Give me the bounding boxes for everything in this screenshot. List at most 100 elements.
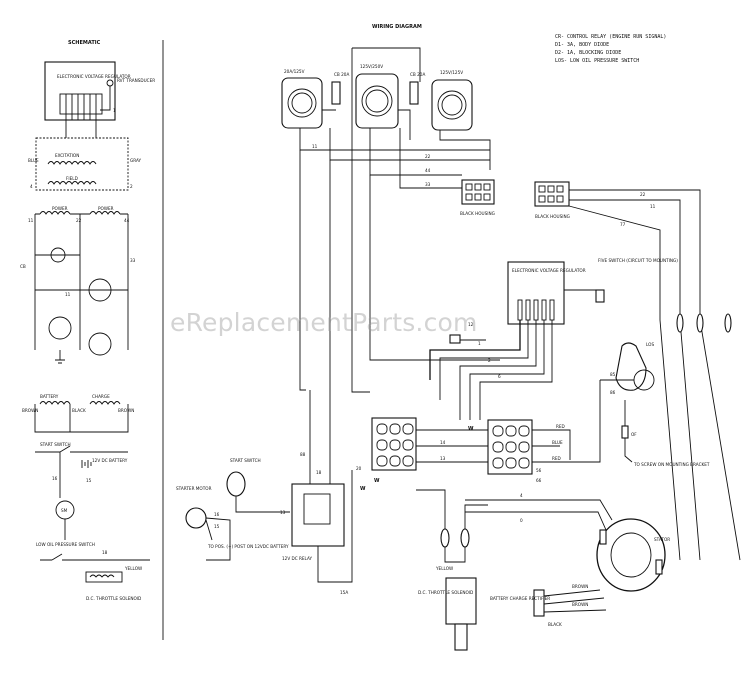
- wire-label-b12: 12: [468, 322, 474, 327]
- schematic-ground-icon: [55, 350, 65, 364]
- receptacle-middle-label: 125V/250V: [360, 64, 383, 69]
- to-screw-label: TO SCREW ON MOUNTING BRACKET: [633, 462, 710, 467]
- ground-w-label: W: [360, 486, 366, 492]
- receptacle-right: [431, 79, 473, 131]
- schematic-charge-label: CHARGE: [92, 394, 110, 399]
- of-fuse-icon: [621, 425, 629, 439]
- to-pos-label: TO POS. (+) POST ON 12VDC BATTERY: [207, 544, 289, 549]
- black-housing-right-label: BLACK HOUSING: [535, 214, 570, 219]
- schematic-field-coil: [47, 181, 97, 185]
- wire-label-22a: 22: [425, 154, 431, 159]
- los-label: LOS: [646, 342, 654, 347]
- connector-2-icon: [696, 313, 704, 333]
- wire-label-b13b: 13: [280, 510, 286, 515]
- schematic-throttle-coil: [85, 571, 123, 583]
- schematic-start-switch-label: START SWITCH: [40, 442, 71, 447]
- schematic-label-b4: 4: [30, 184, 33, 189]
- relay-label: 12V DC RELAY: [282, 556, 313, 561]
- circuit-breaker-2-label: CB 20A: [410, 72, 425, 77]
- schematic-brown-left-label: BROWN: [22, 408, 38, 413]
- black-housing-right: [534, 181, 570, 207]
- receptacle-middle: [355, 73, 399, 129]
- schematic-avr-label: ELECTRONIC VOLTAGE REGULATOR: [57, 74, 131, 79]
- wire-label-black: BLACK: [548, 622, 562, 627]
- wire-label-b18: 18: [316, 470, 322, 475]
- wire-label-77: 77: [620, 222, 626, 227]
- stator-clamp-right-icon: [655, 559, 663, 575]
- black-housing-left: [461, 179, 495, 205]
- wire-label-b86: 86: [610, 390, 616, 395]
- wire-label-11b: 11: [650, 204, 656, 209]
- start-switch-label: START SWITCH: [230, 458, 261, 463]
- wire-label-b16: 16: [214, 512, 220, 517]
- wire-label-red-top: RED: [556, 424, 565, 429]
- schematic-yellow-label: YELLOW: [124, 566, 142, 571]
- schematic-label-44: 44: [124, 218, 130, 223]
- schematic-los-label: LOW OIL PRESSURE SWITCH: [36, 542, 95, 547]
- los-body-icon: [615, 342, 647, 391]
- schematic-outlet-4-icon: [88, 332, 112, 356]
- schematic-black-label: BLACK: [72, 408, 86, 413]
- schematic-outlet-3-icon: [48, 316, 72, 340]
- wire-label-44a: 44: [425, 168, 431, 173]
- wire-label-b4: 4: [520, 493, 523, 498]
- schematic-power-left-coil: [39, 211, 71, 215]
- throttle-yellow-label: YELLOW: [435, 566, 453, 571]
- schematic-label-b2: 2: [130, 184, 133, 189]
- wire-label-b85: 85: [610, 372, 616, 377]
- schematic-start-switch-icon: [59, 445, 71, 453]
- throttle-solenoid-label: D.C. THROTTLE SOLENOID: [418, 590, 473, 595]
- schematic-title: SCHEMATIC: [68, 40, 101, 46]
- circuit-breaker-1-icon: [331, 81, 341, 105]
- schematic-power-left-label: POWER: [52, 206, 68, 211]
- stator-inner-icon: [610, 532, 652, 578]
- schematic-battery-coil: [39, 401, 71, 405]
- schematic-avr-terminal-block: [59, 93, 103, 115]
- throttle-connector-right-icon: [460, 528, 470, 548]
- stator-clamp-left-icon: [599, 529, 607, 545]
- schematic-battery-label: BATTERY: [40, 394, 59, 399]
- legend-line-2: D1- 3A, BODY DIODE: [555, 42, 609, 48]
- schematic-cb-label: CB: [20, 264, 26, 269]
- legend-line-1: CR- CONTROL RELAY (ENGINE RUN SIGNAL): [555, 34, 666, 40]
- schematic-label-22: 22: [76, 218, 82, 223]
- wire-label-b15: 15: [214, 524, 220, 529]
- schematic-battery-icon: [81, 460, 92, 468]
- starter-motor-icon: [185, 507, 207, 529]
- legend: CR- CONTROL RELAY (ENGINE RUN SIGNAL) D1…: [555, 34, 666, 64]
- schematic-sm-label: SM: [61, 508, 68, 513]
- wire-label-brown-top: BROWN: [572, 584, 588, 589]
- wire-label-b66: 66: [536, 478, 542, 483]
- receptacle-right-label: 125V/125V: [440, 70, 463, 75]
- schematic-power-right-coil: [89, 211, 121, 215]
- schematic-rotor-box: [35, 137, 129, 191]
- schematic-rvt-label: RVT TRANSDUCER: [117, 78, 155, 83]
- wire-label-11a: 11: [312, 144, 318, 149]
- diode-d2-icon: [449, 334, 461, 344]
- connector-right-w-label: W: [468, 426, 474, 432]
- relay-box: [291, 483, 345, 547]
- wire-label-b0: 0: [520, 518, 523, 523]
- start-switch-icon: [226, 471, 246, 497]
- wire-label-brown-mid: BROWN: [572, 602, 588, 607]
- of-label: OF: [631, 432, 637, 437]
- schematic-label-gray: GRAY: [130, 158, 142, 163]
- receptacle-left-label: 20A/125V: [284, 69, 305, 74]
- receptacle-left: [281, 77, 323, 129]
- battery-charge-rectifier-icon: [533, 589, 545, 617]
- connector-block-left: [371, 417, 417, 471]
- stator-label: STATOR: [654, 537, 670, 542]
- wire-label-b6: 6: [498, 374, 501, 379]
- voltage-regulator-box: [507, 261, 565, 325]
- wire-label-b88: 88: [300, 452, 306, 457]
- wire-label-b2: 2: [488, 358, 491, 363]
- connector-3-icon: [724, 313, 732, 333]
- legend-line-3: D2- 1A, BLOCKING DIODE: [555, 50, 621, 56]
- starter-motor-label: STARTER MOTOR: [176, 486, 212, 491]
- wire-label-b15a: 15A: [340, 590, 348, 595]
- wire-label-b1: 1: [478, 341, 481, 346]
- wire-label-b13: 13: [440, 456, 446, 461]
- wire-label-blue-top: BLUE: [552, 440, 563, 445]
- schematic-label-n15: 15: [86, 478, 92, 483]
- schematic-excitation-coil: [47, 161, 97, 165]
